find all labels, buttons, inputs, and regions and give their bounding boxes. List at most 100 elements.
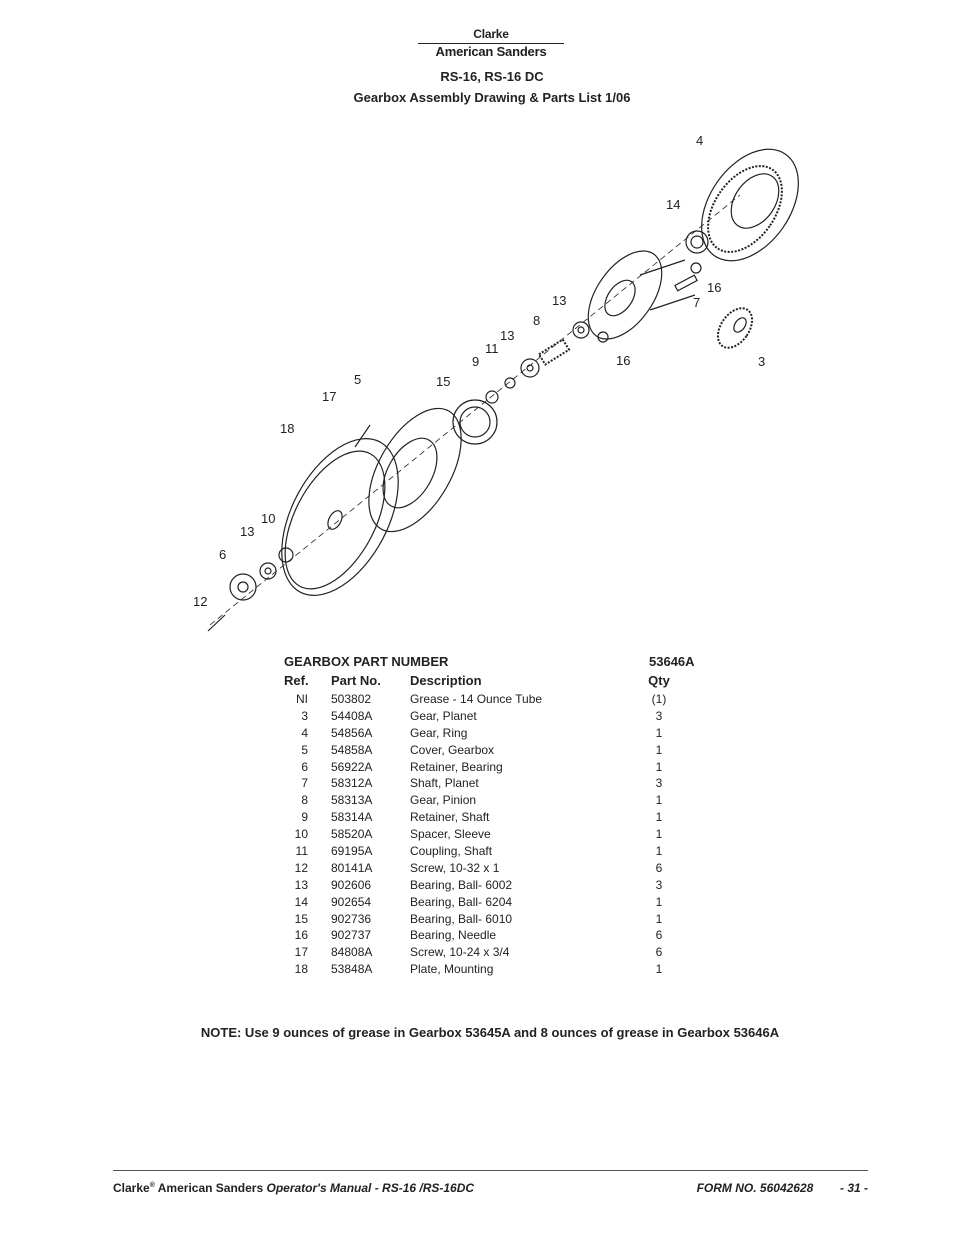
- cell-part-no: 902736: [331, 911, 372, 926]
- cell-qty: 1: [655, 827, 663, 842]
- cell-qty: 1: [655, 844, 663, 859]
- cell-description: Retainer, Shaft: [410, 810, 490, 825]
- grease-note: NOTE: Use 9 ounces of grease in Gearbox …: [200, 1025, 780, 1040]
- header-part-no: Part No.: [331, 673, 381, 688]
- callout-label: 3: [758, 354, 765, 369]
- cell-description: Screw, 10-32 x 1: [410, 860, 500, 875]
- header-qty: Qty: [648, 673, 670, 688]
- needle-bearing-16-lower: [597, 331, 609, 343]
- cell-ref: 3: [301, 708, 308, 723]
- gearbox-exploded-diagram: 4 14 16 7 3 13 8 16 13 11 9 15 5 17 18 1…: [193, 133, 799, 632]
- callout-label: 9: [472, 354, 479, 369]
- cell-part-no: 58313A: [331, 793, 373, 808]
- cell-qty: 1: [655, 911, 663, 926]
- cell-description: Bearing, Needle: [410, 928, 497, 943]
- callout-label: 13: [500, 328, 514, 343]
- cell-part-no: 69195A: [331, 844, 373, 859]
- ring-gear-part: [701, 148, 799, 262]
- bearing-14-part: [685, 230, 709, 254]
- callout-label: 6: [219, 547, 226, 562]
- footer-brand: Clarke: [113, 1181, 150, 1195]
- callout-label: 15: [436, 374, 450, 389]
- table-row: 17 84808A Screw, 10-24 x 3/4 6: [284, 945, 704, 962]
- cell-part-no: 902737: [331, 928, 372, 943]
- cell-ref: 17: [294, 945, 308, 960]
- footer-company: American Sanders: [154, 1181, 267, 1195]
- cell-ref: 13: [294, 877, 308, 892]
- page-title: Gearbox Assembly Drawing & Parts List 1/…: [353, 90, 631, 105]
- cell-ref: 18: [294, 962, 308, 977]
- planet-gear-part: [716, 307, 754, 349]
- needle-bearing-16-upper: [690, 262, 702, 274]
- callout-label: 10: [261, 511, 275, 526]
- footer-right: FORM NO. 56042628 - 31 -: [697, 1181, 868, 1195]
- cell-part-no: 58520A: [331, 827, 373, 842]
- callout-label: 12: [193, 594, 207, 609]
- cell-ref: 15: [294, 911, 308, 926]
- callout-label: 17: [322, 389, 336, 404]
- cell-ref: 7: [301, 776, 308, 791]
- table-row: 15 902736 Bearing, Ball- 6010 1: [284, 912, 704, 929]
- cell-ref: 9: [301, 810, 308, 825]
- cell-part-no: 84808A: [331, 945, 373, 960]
- brand-logo: Clarke American Sanders: [418, 27, 564, 59]
- cell-description: Screw, 10-24 x 3/4: [410, 945, 510, 960]
- cell-part-no: 58312A: [331, 776, 373, 791]
- logo-line-1: Clarke: [473, 27, 509, 41]
- footer-manual-title: Operator's Manual - RS-16 /RS-16DC: [266, 1181, 475, 1195]
- gearbox-part-number-value: 53646A: [649, 654, 695, 669]
- cell-description: Shaft, Planet: [410, 776, 479, 791]
- assembly-axis: [209, 194, 741, 626]
- header-description: Description: [410, 673, 482, 688]
- cell-ref: 16: [294, 928, 308, 943]
- cell-qty: 6: [655, 928, 663, 943]
- cell-qty: 6: [655, 945, 663, 960]
- cell-qty: 1: [655, 742, 663, 757]
- logo-line-2: American Sanders: [435, 44, 547, 59]
- model-title: RS-16, RS-16 DC: [440, 69, 544, 84]
- cell-qty: 3: [655, 877, 663, 892]
- cell-description: Bearing, Ball- 6010: [410, 911, 513, 926]
- cell-ref: 11: [295, 844, 308, 859]
- callout-label: 16: [707, 280, 721, 295]
- bearing-13-upper: [572, 321, 590, 339]
- cell-description: Plate, Mounting: [410, 962, 494, 977]
- cell-ref: 6: [301, 759, 308, 774]
- cell-qty: 1: [655, 894, 663, 909]
- cell-description: Grease - 14 Ounce Tube: [410, 692, 543, 706]
- logo-divider: [418, 43, 564, 44]
- pinion-gear-part: [537, 338, 571, 366]
- cell-ref: NI: [296, 692, 308, 706]
- table-row: 16 902737 Bearing, Needle 6: [284, 928, 704, 945]
- table-row: 7 58312A Shaft, Planet 3: [284, 776, 704, 793]
- bearing-15-part: [452, 399, 498, 445]
- cell-part-no: 902606: [331, 877, 372, 892]
- cell-ref: 14: [294, 894, 308, 909]
- callout-label: 13: [240, 524, 254, 539]
- cell-part-no: 56922A: [331, 759, 373, 774]
- callout-label: 16: [616, 353, 630, 368]
- cell-qty: 1: [655, 793, 663, 808]
- screw-12-part: [207, 614, 226, 632]
- cell-part-no: 54408A: [331, 708, 373, 723]
- callout-label: 14: [666, 197, 680, 212]
- shaft-retainer-part: [485, 390, 499, 404]
- cell-qty: 3: [655, 708, 663, 723]
- cell-part-no: 503802: [331, 692, 372, 706]
- screw-17-part: [354, 424, 371, 448]
- callout-label: 4: [696, 133, 703, 148]
- cell-qty: 3: [655, 776, 663, 791]
- callout-labels: 4 14 16 7 3 13 8 16 13 11 9 15 5 17 18 1…: [193, 133, 765, 609]
- planet-shaft-part: [674, 274, 698, 292]
- cell-description: Gear, Pinion: [410, 793, 477, 808]
- cell-ref: 12: [294, 860, 308, 875]
- cell-part-no: 54858A: [331, 742, 373, 757]
- callout-label: 7: [693, 295, 700, 310]
